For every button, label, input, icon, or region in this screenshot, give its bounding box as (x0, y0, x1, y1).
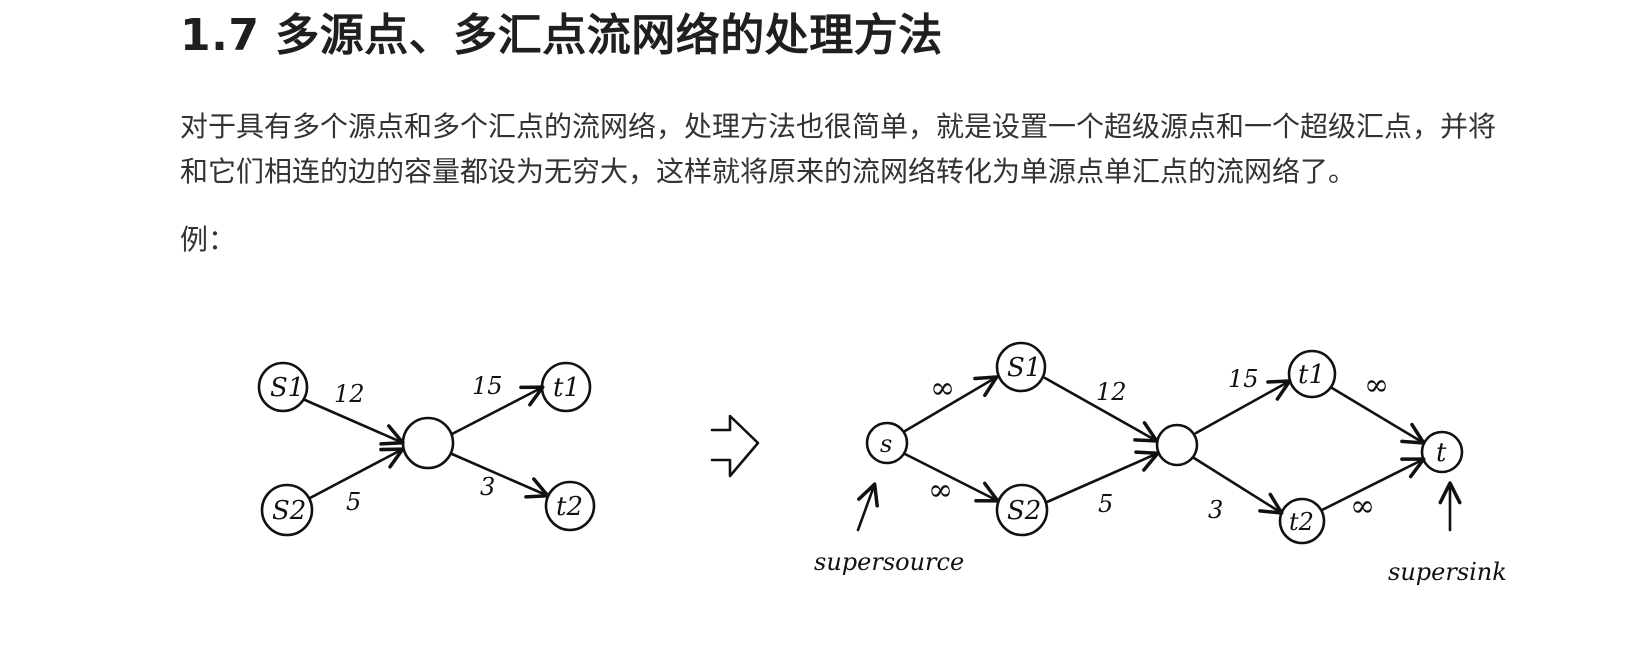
right-edge-s1-mid (1043, 376, 1159, 443)
left-edge-s1-mid (303, 398, 405, 446)
example-label: 例： (180, 223, 237, 256)
left-node-t2 (544, 480, 596, 532)
right-node-s1-label: S1 (1007, 353, 1041, 383)
left-edge-s2-mid (308, 447, 405, 500)
right-node-t2 (1278, 497, 1326, 545)
right-graph: s S1 S2 t1 t2 t ∞ ∞ 12 5 15 3 ∞ ∞ (814, 341, 1507, 586)
transform-arrow-icon (710, 414, 760, 478)
left-node-t1-label: t1 (553, 373, 580, 403)
left-edge-mid-t1-label: 15 (472, 372, 503, 400)
right-edge-s2-mid (1045, 450, 1160, 504)
left-node-s2 (260, 483, 314, 537)
section-paragraph: 对于具有多个源点和多个汇点的流网络，处理方法也很简单，就是设置一个超级源点和一个… (180, 110, 1497, 188)
right-edge-t2-t (1320, 457, 1426, 512)
supersource-pointer-arrow (856, 482, 879, 532)
right-edge-mid-t1 (1194, 379, 1292, 435)
supersink-label: supersink (1388, 558, 1507, 586)
left-edge-mid-t2 (450, 452, 550, 499)
left-node-s2-label: S2 (272, 496, 306, 526)
flow-network-figure: S1 S2 t1 t2 12 5 15 3 (0, 330, 1642, 666)
right-edge-mid-t2-label: 3 (1208, 496, 1223, 524)
right-edge-t1-t-label: ∞ (1364, 368, 1389, 403)
right-edge-mid-t1-label: 15 (1228, 365, 1259, 393)
right-node-t1 (1287, 349, 1337, 399)
left-edge-s1-mid-label: 12 (334, 380, 365, 408)
article-content: 1.7 多源点、多汇点流网络的处理方法 对于具有多个源点和多个汇点的流网络，处理… (180, 0, 1500, 260)
right-node-s-label: s (880, 430, 892, 458)
right-edge-s2-mid-label: 5 (1098, 490, 1113, 518)
right-node-s (865, 421, 909, 465)
right-node-s2-label: S2 (1007, 496, 1041, 526)
right-edge-t2-t-label: ∞ (1350, 489, 1375, 524)
section-title: 1.7 多源点、多汇点流网络的处理方法 (180, 10, 943, 61)
right-edge-s-s1 (903, 375, 999, 433)
right-node-t-label: t (1436, 438, 1447, 468)
right-node-s2 (995, 483, 1049, 537)
right-edge-s-s2 (903, 452, 1000, 503)
left-graph: S1 S2 t1 t2 12 5 15 3 (257, 361, 596, 537)
left-node-mid (401, 416, 455, 470)
right-edge-s1-mid-label: 12 (1096, 378, 1127, 406)
left-node-s1 (257, 361, 309, 413)
right-edge-s-s1-label: ∞ (930, 371, 955, 406)
right-node-mid (1155, 423, 1199, 467)
left-edge-s2-mid-label: 5 (346, 488, 361, 516)
right-node-t (1420, 430, 1464, 474)
left-edge-mid-t1 (450, 385, 545, 436)
right-edge-t1-t (1330, 386, 1426, 445)
left-edge-mid-t2-label: 3 (480, 473, 495, 501)
right-node-t1-label: t1 (1298, 360, 1325, 390)
right-edge-s-s2-label: ∞ (928, 473, 953, 508)
left-node-s1-label: S1 (270, 373, 304, 403)
right-edge-mid-t2 (1192, 456, 1284, 515)
left-node-t2-label: t2 (556, 492, 583, 522)
right-node-t2-label: t2 (1289, 508, 1314, 536)
right-node-s1 (995, 341, 1047, 393)
flow-network-diagram: S1 S2 t1 t2 12 5 15 3 (257, 341, 1507, 586)
supersource-label: supersource (814, 548, 964, 576)
